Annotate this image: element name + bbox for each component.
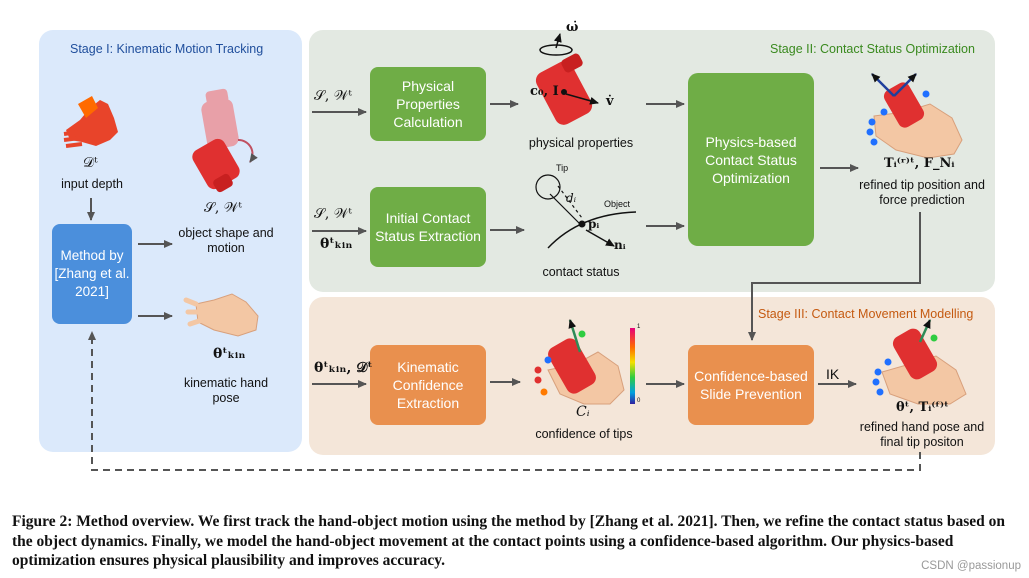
method-box-label: Method by [Zhang et al. 2021] [54,248,130,299]
refined-tip-hand-icon [866,73,963,159]
stage3-input: θᵗₖᵢₙ, 𝒟ᵗ [314,360,373,376]
stage2-output-symbol: Tᵢ⁽ʳ⁾ᵗ, F_Nᵢ [884,156,955,171]
input-depth-label: input depth [61,177,123,191]
confidence-colorbar [630,328,635,404]
contact-status-icon [535,174,637,249]
physical-properties-label: physical properties [528,136,634,150]
stage2-input-bottom-b: θᵗₖᵢₙ [320,236,353,252]
velocity-symbol: v̇ [606,94,614,109]
hand-symbol: θᵗₖᵢₙ [213,346,246,362]
colorbar-top-label: 1 [637,324,641,330]
confidence-symbol: Cᵢ [576,404,590,420]
figure-caption: Figure 2: Method overview. We first trac… [12,513,1005,569]
physical-properties-box [370,67,486,141]
stage3-title: Stage III: Contact Movement Modelling [758,307,974,321]
input-depth-symbol: 𝒟ᵗ [83,155,98,171]
stage1-title: Stage I: Kinematic Motion Tracking [70,42,264,56]
stage2-output-label: refined tip position and force predictio… [859,178,985,207]
final-hand-icon [872,319,967,405]
object-symbol: 𝒮, 𝒲ᵗ [204,200,242,216]
physical-properties-box-label: Physical Properties Calculation [393,78,463,130]
method-box [52,224,132,324]
slide-prevention-box [688,345,814,425]
slide-prevention-box-label: Confidence-based Slide Prevention [694,368,808,402]
stage2-input-top: 𝒮, 𝒲ᵗ [314,88,352,104]
kinematic-confidence-box [370,345,486,425]
object-motion-icon [192,88,258,193]
physics-based-box-label: Physics-based Contact Status Optimizatio… [705,133,797,186]
watermark: CSDN @passionup [921,560,1021,572]
stage3-output-symbol: θᵗ, Tᵢ⁽ᶠ⁾ᵗ [896,400,949,415]
stage2-title: Stage II: Contact Status Optimization [770,42,975,56]
initial-contact-box-label: Initial Contact Status Extraction [375,210,481,244]
hand-label: kinematic hand pose [183,376,269,405]
stage3-output-label: refined hand pose and final tip positon [859,420,985,449]
physical-symbols: c₀, I [530,84,559,99]
stage2-input-bottom-a: 𝒮, 𝒲ᵗ [314,206,352,222]
kinematic-confidence-box-label: Kinematic Confidence Extraction [392,359,464,411]
omega-symbol: ω̇ [566,20,579,35]
physics-based-box [688,73,814,246]
d-symbol: dᵢ [566,191,577,205]
input-depth-icon [63,96,118,148]
kinematic-hand-icon [183,293,259,337]
ik-label: IK [826,366,840,382]
confidence-label: confidence of tips [535,427,633,441]
object-label: object shape and motion [178,226,274,255]
physical-properties-icon [535,33,599,125]
contact-status-label: contact status [542,265,620,279]
tip-label: Tip [556,163,569,173]
p-symbol: pᵢ [588,217,600,231]
colorbar-bottom-label: 0 [637,398,641,404]
confidence-hand-icon [534,319,625,405]
initial-contact-box [370,187,486,267]
object-text-label: Object [604,199,631,209]
n-symbol: nᵢ [614,238,626,252]
